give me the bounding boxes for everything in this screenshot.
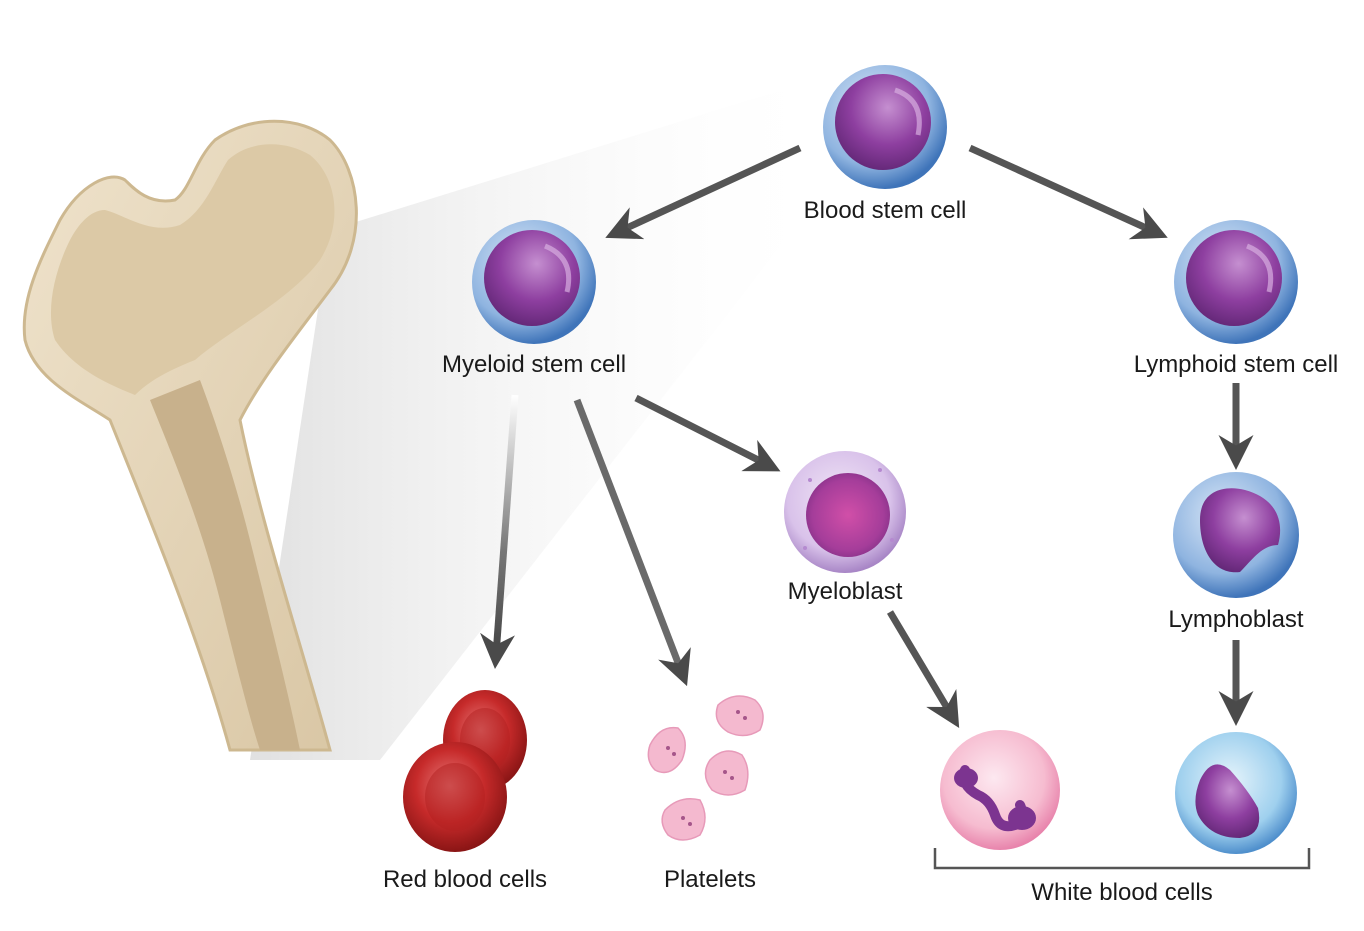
label-red-blood-cells: Red blood cells: [382, 866, 548, 893]
platelet-icon: [647, 695, 764, 841]
label-myeloblast: Myeloblast: [787, 578, 903, 605]
lymphocyte-icon: [1175, 732, 1297, 854]
label-myeloid-stem-cell: Myeloid stem cell: [441, 351, 627, 378]
red-blood-cell-icon: [403, 690, 527, 852]
arrow-myeloid-to-myeloblast: [634, 394, 781, 472]
label-lymphoblast: Lymphoblast: [1168, 606, 1304, 633]
label-blood-stem-cell: Blood stem cell: [803, 197, 967, 224]
zoom-beam: [250, 75, 840, 760]
stem-cell-icon: [823, 65, 947, 189]
arrow-myeloblast-to-neutrophil: [886, 610, 960, 729]
myeloblast-icon: [784, 451, 906, 573]
myeloid-stem-cell-icon: [472, 220, 596, 344]
lymphoblast-icon: [1173, 472, 1299, 598]
lymphoid-stem-cell-icon: [1174, 220, 1298, 344]
label-platelets: Platelets: [663, 866, 757, 893]
label-lymphoid-stem-cell: Lymphoid stem cell: [1133, 351, 1339, 378]
arrow-myeloid-to-platelets: [573, 398, 691, 687]
arrows: [480, 144, 1254, 729]
bone-icon: [22, 119, 358, 752]
arrow-myeloid-to-red: [480, 394, 519, 669]
arrow-blood-to-lymphoid: [968, 144, 1168, 240]
arrow-blood-to-myeloid: [605, 144, 802, 240]
neutrophil-icon: [940, 730, 1060, 850]
white-blood-cells-bracket: [933, 848, 1311, 870]
label-white-blood-cells: White blood cells: [1031, 879, 1213, 906]
